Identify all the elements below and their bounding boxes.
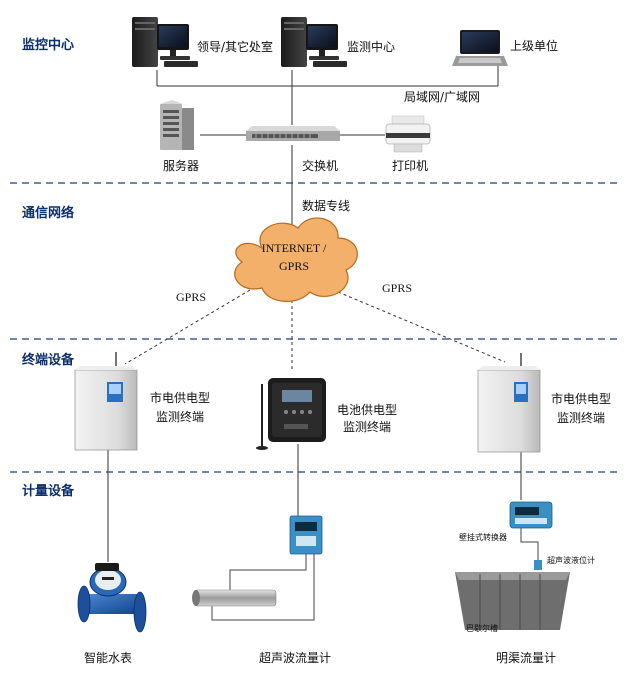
desktop-pc-icon: [132, 17, 198, 67]
wall-converter-label: 壁挂式转换器: [459, 533, 507, 542]
server-icon: [160, 100, 194, 150]
laptop-icon: [452, 30, 508, 66]
open-channel-flowmeter-label: 明渠流量计: [496, 651, 557, 665]
gprs-left-label: GPRS: [176, 290, 207, 304]
internet-cloud-icon: [234, 217, 358, 302]
dedicated-line-label: 数据专线: [302, 199, 351, 213]
middle-terminal-label-line1: 电池供电型: [337, 403, 398, 417]
battery-terminal-box-icon: [256, 378, 326, 450]
gprs-right-label: GPRS: [382, 281, 413, 295]
cloud-label-internet: INTERNET /: [261, 241, 327, 255]
open-channel-flowmeter-icon: [455, 501, 570, 630]
mains-terminal-cabinet-icon: [477, 353, 541, 453]
parshall-flume-label: 巴歇尔槽: [466, 624, 498, 633]
water-meter-label: 智能水表: [84, 651, 133, 665]
printer-label: 打印机: [392, 159, 429, 173]
cloud-label-gprs: GPRS: [278, 259, 310, 273]
printer-icon: [385, 115, 431, 153]
ultrasonic-flowmeter-icon: [192, 515, 323, 621]
section-title-network: 通信网络: [22, 206, 75, 221]
section-title-terminal: 终端设备: [22, 353, 75, 368]
gprs-link-left: [124, 289, 251, 365]
monitoring-center-pc-label: 监测中心: [347, 40, 396, 54]
gprs-link-right: [337, 291, 506, 363]
ultrasonic-level-meter-label: 超声波液位计: [547, 556, 595, 565]
left-terminal-label-line1: 市电供电型: [150, 391, 211, 405]
right-terminal-label-line1: 市电供电型: [551, 392, 612, 406]
switch-label: 交换机: [302, 159, 339, 173]
section-title-metering: 计量设备: [22, 484, 75, 499]
ultrasonic-flowmeter-label: 超声波流量计: [259, 651, 332, 665]
server-label: 服务器: [163, 159, 200, 173]
network-switch-icon: [246, 126, 340, 141]
desktop-pc-icon: [281, 17, 347, 67]
lan-wan-label: 局域网/广域网: [404, 90, 481, 104]
section-title-monitoring-center: 监控中心: [22, 38, 75, 53]
left-terminal-label-line2: 监测终端: [156, 410, 205, 424]
mains-terminal-cabinet-icon: [74, 352, 138, 451]
superior-unit-label: 上级单位: [510, 39, 559, 53]
smart-water-meter-icon: [77, 563, 147, 633]
right-terminal-label-line2: 监测终端: [557, 411, 606, 425]
leader-office-label: 领导/其它处室: [197, 40, 274, 54]
middle-terminal-label-line2: 监测终端: [343, 420, 392, 434]
